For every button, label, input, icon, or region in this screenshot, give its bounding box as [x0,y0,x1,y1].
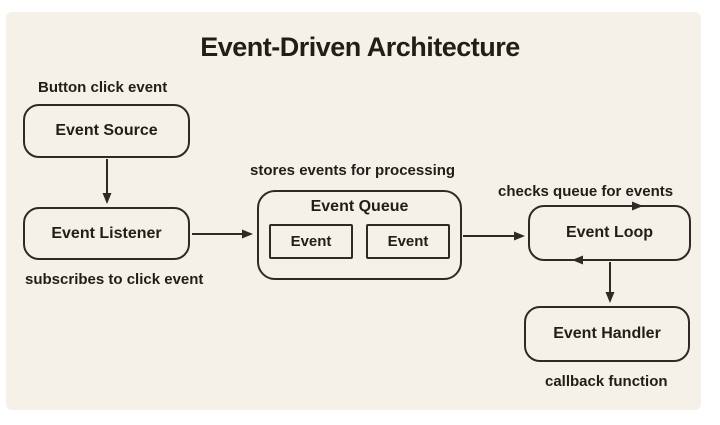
queue-item-event-1: Event [269,224,353,259]
queue-item-event-2: Event [366,224,450,259]
node-event-queue-label: Event Queue [310,198,409,215]
caption-button-click-event: Button click event [38,79,168,96]
node-event-handler: Event Handler [524,306,690,362]
node-event-source: Event Source [23,104,190,158]
caption-checks-queue-for-events: checks queue for events [498,183,674,200]
node-event-listener-label: Event Listener [51,224,162,242]
node-event-loop-label: Event Loop [565,224,654,241]
node-event-loop: Event Loop [528,205,691,261]
queue-items: Event Event [269,224,450,259]
caption-callback-function: callback function [545,373,668,390]
page-title: Event-Driven Architecture [200,32,520,62]
caption-stores-events-for-processing: stores events for processing [250,162,456,179]
node-event-queue: Event Queue Event Event [257,190,462,280]
node-event-source-label: Event Source [55,122,158,139]
node-event-listener: Event Listener [23,207,190,260]
node-event-handler-label: Event Handler [553,325,661,342]
diagram-canvas [6,12,701,410]
caption-subscribes-to-click-event: subscribes to click event [25,271,204,288]
